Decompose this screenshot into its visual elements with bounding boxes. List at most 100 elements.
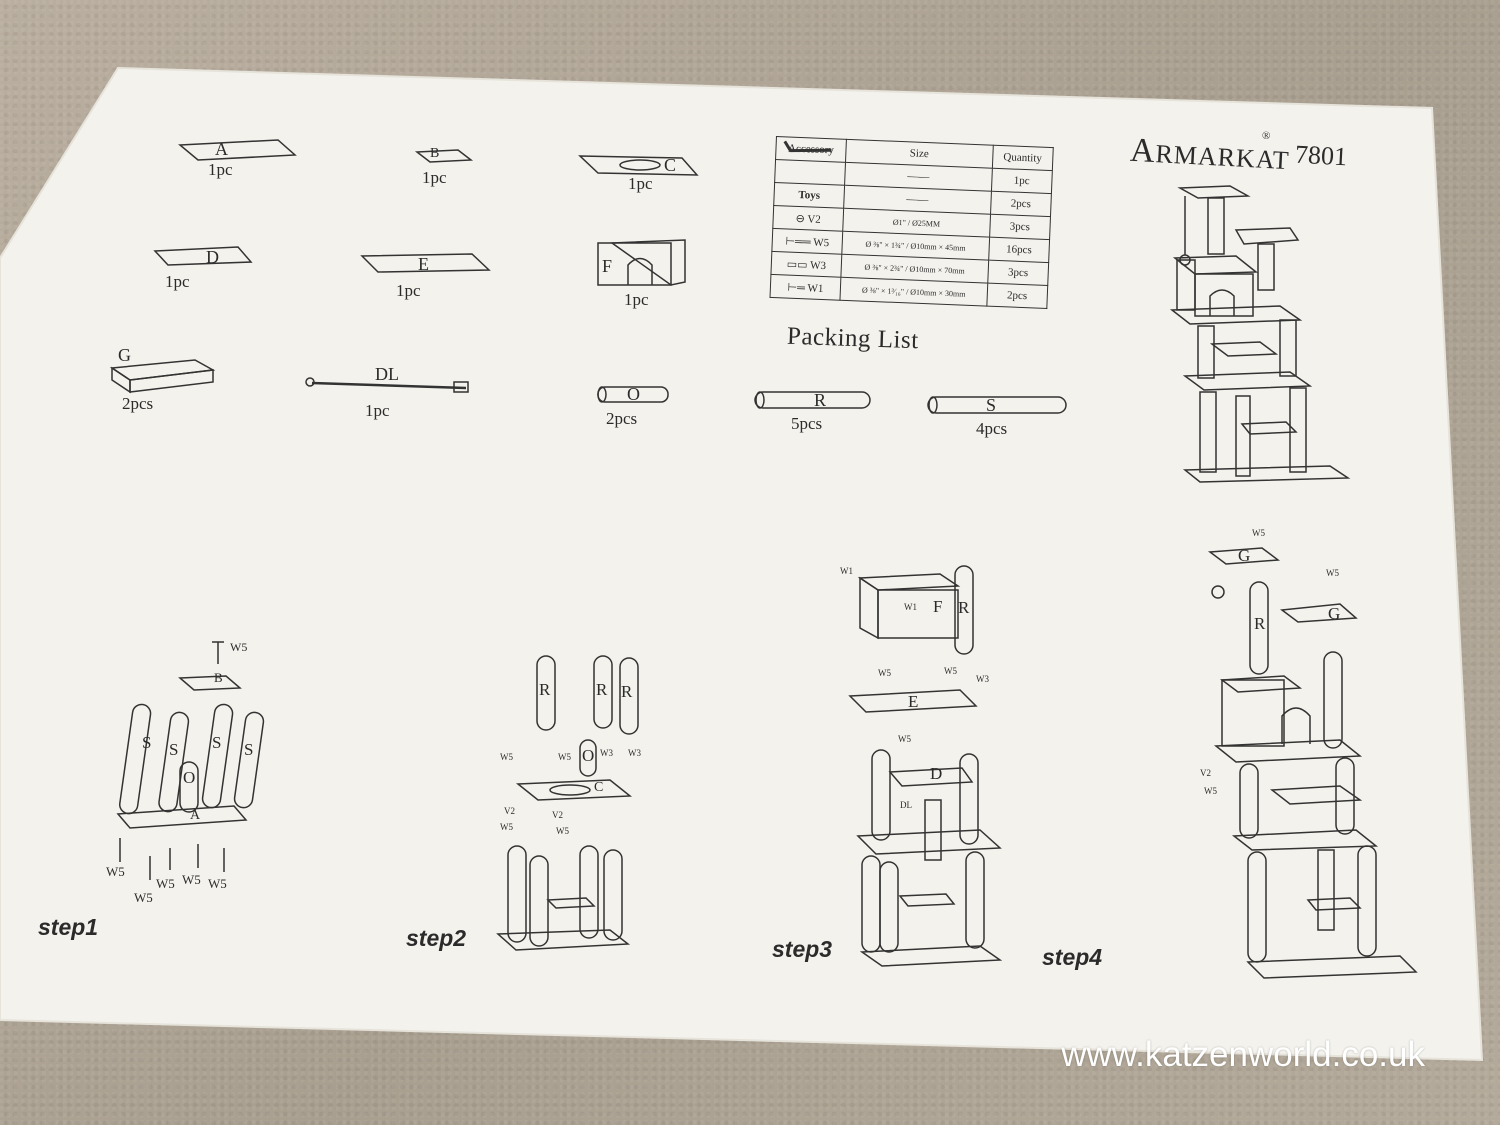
step2-hardware-w3: W3: [628, 748, 641, 758]
step4-hardware-v2: V2: [1200, 768, 1211, 778]
step1-part-s: S: [244, 740, 254, 759]
step1-part-s: S: [212, 733, 222, 752]
table-cell-quantity: 3pcs: [989, 214, 1051, 240]
part-dl-qty: 1pc: [365, 401, 390, 420]
step3-hardware-w1: W1: [840, 566, 853, 576]
step2-illustration: [496, 655, 639, 951]
website-watermark: www.katzenworld.co.uk: [1061, 1035, 1425, 1074]
table-cell-accessory: ⊢══ W5: [771, 228, 843, 255]
table-cell-quantity: 16pcs: [988, 237, 1050, 263]
part-b-label: B: [430, 146, 440, 161]
part-d-label: D: [206, 247, 219, 267]
bolt-icon: ⊢══: [785, 234, 811, 248]
registered-mark: ®: [1262, 130, 1271, 142]
step1-hardware-w5: W5: [156, 876, 175, 891]
board-c-hole: [619, 159, 661, 171]
brand-initial: A: [1129, 131, 1157, 171]
accessory-code: W3: [809, 258, 827, 272]
part-c-qty: 1pc: [628, 174, 653, 193]
packing-table: Accessory Size Quantity —— 1pc Toys —— 2…: [769, 136, 1054, 309]
step1-part-o: O: [183, 768, 196, 787]
table-row: —— 1pc: [774, 140, 1053, 194]
part-a-label: A: [215, 139, 228, 159]
step4-label: step4: [1042, 944, 1103, 970]
part-e-label: E: [418, 254, 429, 274]
paper: [0, 66, 1484, 1062]
step1-part-b: B: [214, 670, 223, 685]
board-e-shape: [360, 253, 491, 273]
step2-hardware-w3: W3: [600, 748, 613, 758]
part-g-qty: 2pcs: [122, 394, 154, 413]
board-c-shape: [578, 155, 699, 176]
table-cell-quantity: 1pc: [991, 168, 1053, 194]
board-d-shape: [153, 246, 253, 266]
table-cell-quantity: 2pcs: [986, 283, 1048, 309]
step2-hardware-w5: W5: [558, 752, 571, 762]
table-cell-quantity: 3pcs: [987, 260, 1049, 286]
step2-hardware-w5: W5: [556, 826, 569, 836]
table-cell-accessory: Toys: [773, 182, 845, 209]
part-f-label: F: [602, 256, 613, 276]
step3-hardware-w5: W5: [878, 668, 891, 678]
step2-label: step2: [406, 925, 467, 951]
step1-label: step1: [38, 914, 99, 940]
step4-hardware-w5: W5: [1204, 786, 1217, 796]
step2-part-o: O: [582, 746, 595, 765]
step4-part-g: G: [1328, 604, 1341, 623]
part-r-qty: 5pcs: [791, 414, 823, 433]
step1-hardware-w5: W5: [106, 864, 125, 879]
part-a-qty: 1pc: [208, 160, 233, 179]
part-r-label: R: [814, 390, 827, 410]
step3-hardware-w5: W5: [898, 734, 911, 744]
step1-part-s: S: [169, 740, 179, 759]
step3-part-r: R: [958, 598, 970, 617]
step1-hardware-w5: W5: [182, 872, 201, 887]
model-number: 7801: [1294, 139, 1348, 172]
accessory-code: W1: [807, 281, 824, 295]
part-e-qty: 1pc: [396, 281, 421, 300]
step4-hardware-w5: W5: [1326, 568, 1339, 578]
board-a-shape: [178, 139, 297, 161]
step2-hardware-w5: W5: [500, 822, 513, 832]
step4-illustration: [1207, 547, 1418, 979]
step3-label: step3: [772, 936, 833, 962]
step4-part-g: G: [1238, 546, 1251, 565]
step3-hardware-w5: W5: [944, 666, 957, 676]
part-f-qty: 1pc: [624, 290, 649, 309]
part-b-qty: 1pc: [422, 168, 447, 187]
step4-hardware-w5: W5: [1252, 528, 1265, 538]
step3-part-e: E: [908, 692, 919, 711]
accessory-code: V2: [807, 212, 822, 226]
part-dl-label: DL: [375, 364, 399, 384]
step2-part-r: R: [621, 682, 633, 701]
step1-hardware-w5: W5: [208, 876, 227, 891]
part-c-label: C: [664, 155, 677, 175]
step2-hardware-v2: V2: [552, 810, 563, 820]
header-quantity: Quantity: [992, 145, 1054, 171]
house-f-door: [627, 257, 653, 285]
packing-list-title: Packing List: [786, 322, 920, 355]
step2-part-r: R: [596, 680, 608, 699]
table-cell-accessory: ▭▭ W3: [770, 251, 842, 278]
step1-part-a: A: [190, 808, 201, 823]
part-s-qty: 4pcs: [976, 419, 1008, 438]
step1-hardware-w5: W5: [230, 640, 248, 654]
completed-tree-illustration: [1169, 185, 1351, 483]
table-cell-accessory: ⊖ V2: [772, 205, 844, 232]
step2-part-c: C: [594, 780, 604, 795]
bolt-icon: ⊢═: [787, 281, 806, 294]
step3-part-f: F: [933, 597, 943, 616]
table-cell-accessory: ⊢═ W1: [770, 274, 841, 301]
step3-illustration: [848, 565, 1003, 967]
accessory-code: W5: [812, 236, 830, 249]
step1-illustration: [116, 641, 265, 880]
table-cell-quantity: 2pcs: [990, 191, 1052, 217]
step3-hardware-w1: W1: [904, 602, 917, 612]
step1-hardware-w5: W5: [134, 890, 153, 905]
threaded-rod-icon: ▭▭: [786, 258, 808, 271]
step3-hardware-w3: W3: [976, 674, 989, 684]
part-d-qty: 1pc: [165, 272, 190, 291]
step1-part-s: S: [142, 733, 152, 752]
part-s-label: S: [986, 395, 997, 415]
